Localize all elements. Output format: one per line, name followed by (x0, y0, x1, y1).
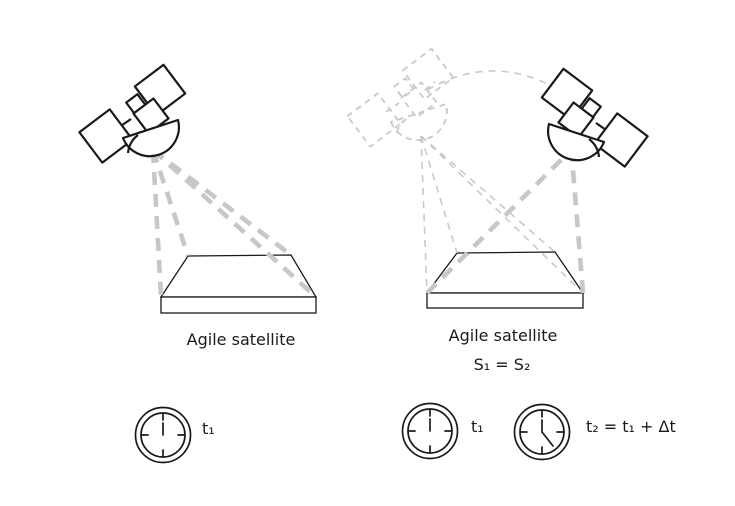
satellite-icon-right (540, 67, 649, 168)
right-clock2-label: t₂ = t₁ + Δt (586, 417, 676, 436)
right-clock1-label: t₁ (471, 417, 484, 436)
clock-icon-right-t2 (513, 403, 571, 461)
view-beams-old-position (420, 135, 584, 294)
left-ground-label: Agile satellite (186, 330, 296, 349)
view-beams-left (150, 148, 318, 299)
clock-icon-left-t1 (134, 406, 192, 464)
right-ground-label: Agile satellite (448, 326, 558, 345)
swath-equation: S₁ = S₂ (473, 355, 531, 374)
ground-swath-left (159, 254, 318, 314)
clock-icon-right-t1 (401, 402, 459, 460)
ground-swath-right (425, 251, 585, 309)
left-clock-label: t₁ (202, 419, 215, 438)
clock-hour-hand (541, 431, 554, 447)
trajectory-arc (426, 70, 560, 91)
ghost-satellite-icon (346, 47, 455, 148)
satellite-icon-left (78, 63, 187, 164)
